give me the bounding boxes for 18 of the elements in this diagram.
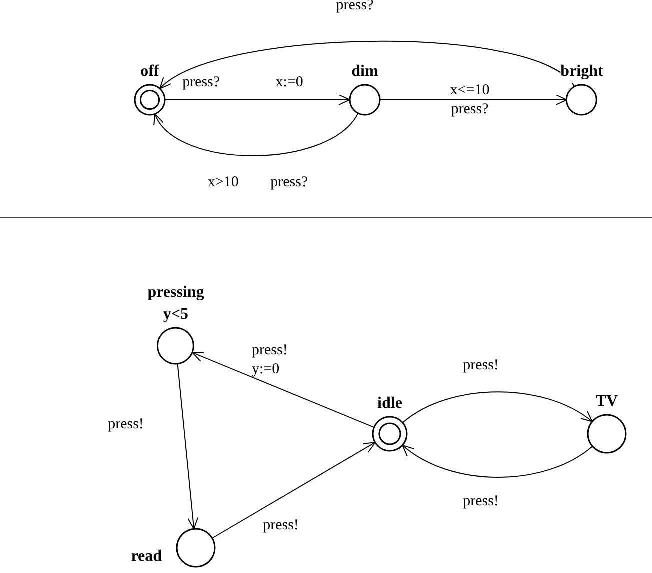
edge-label: press!: [108, 416, 144, 434]
edge-label: x>10 press?: [208, 174, 308, 192]
edge-label: press!: [263, 516, 299, 536]
transition-arrow: [212, 442, 376, 539]
edge-label: x<=10 press?: [449, 81, 491, 119]
transition-arrow: [177, 363, 199, 530]
edge-label: press? x:=0: [182, 74, 304, 92]
edge-label: press?: [336, 0, 374, 16]
edge-label: press!: [463, 356, 499, 376]
transition-arrow: [402, 392, 593, 424]
edge-label: press! y:=0: [252, 341, 289, 379]
transition-arrow: [164, 94, 350, 106]
transition-arrow: [154, 112, 359, 156]
edge-label: press!: [463, 492, 499, 512]
transition-arrow: [380, 94, 568, 106]
transition-arrow: [192, 352, 375, 428]
transition-arrow: [160, 40, 576, 90]
transition-arrow: [402, 444, 594, 478]
